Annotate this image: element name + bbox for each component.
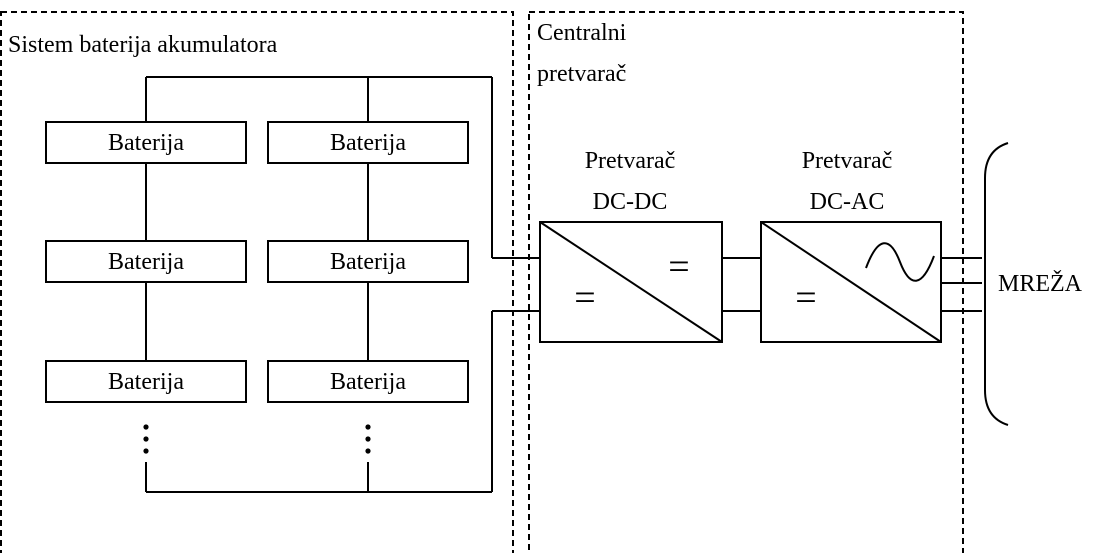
battery-system-label: Sistem baterija akumulatora xyxy=(8,32,278,58)
top-bus-wiring xyxy=(145,76,540,259)
central-converter-label-line1: Centralni xyxy=(537,20,627,46)
dcac-diagonal xyxy=(760,221,942,343)
bottom-bus-wiring xyxy=(145,310,540,493)
continuation-dots-right xyxy=(365,424,371,454)
dcac-input-dc-symbol: = xyxy=(795,277,816,319)
dcdc-diagonal xyxy=(539,221,723,343)
central-converter-label-line2: pretvarač xyxy=(537,61,626,87)
battery-label: Baterija xyxy=(330,369,406,395)
grid-label: MREŽA xyxy=(998,271,1083,297)
dcdc-converter-block: = = xyxy=(539,221,723,343)
battery-right-1: Baterija xyxy=(267,121,469,164)
battery-label: Baterija xyxy=(330,130,406,156)
ac-sine-icon xyxy=(865,242,935,282)
central-converter-region xyxy=(528,11,964,553)
dcdc-type: DC-DC xyxy=(593,189,668,215)
continuation-dots-left xyxy=(143,424,149,454)
battery-left-2: Baterija xyxy=(45,240,247,283)
dc-link-wiring xyxy=(722,257,761,312)
dcdc-title: Pretvarač xyxy=(585,148,676,174)
battery-right-3: Baterija xyxy=(267,360,469,403)
battery-label: Baterija xyxy=(108,130,184,156)
battery-label: Baterija xyxy=(108,249,184,275)
battery-label: Baterija xyxy=(108,369,184,395)
battery-left-1: Baterija xyxy=(45,121,247,164)
battery-left-3: Baterija xyxy=(45,360,247,403)
battery-right-2: Baterija xyxy=(267,240,469,283)
dcdc-input-dc-symbol: = xyxy=(574,277,595,319)
battery-string-connectors xyxy=(145,163,369,361)
dcac-title: Pretvarač xyxy=(802,148,893,174)
dcac-converter-block: = xyxy=(760,221,942,343)
dcdc-output-dc-symbol: = xyxy=(668,246,689,288)
battery-label: Baterija xyxy=(330,249,406,275)
grid-bracket xyxy=(984,142,1009,426)
battery-system-region xyxy=(0,11,514,553)
dcac-type: DC-AC xyxy=(810,189,885,215)
ac-output-wiring xyxy=(941,257,982,312)
